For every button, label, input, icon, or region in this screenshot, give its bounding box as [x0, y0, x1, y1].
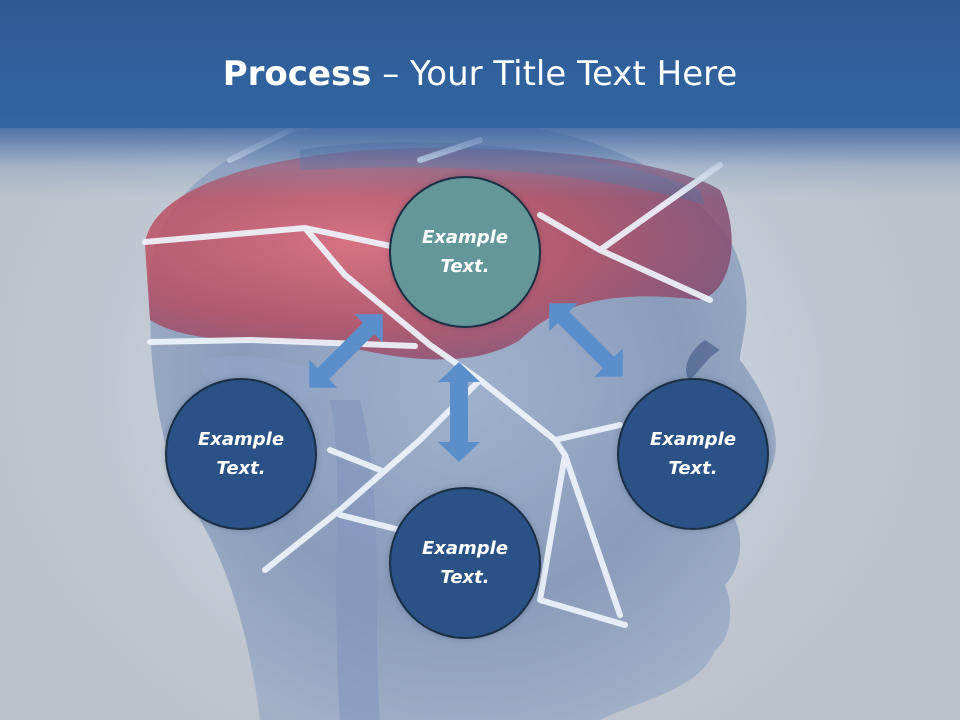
node-top-label: Example Text. — [421, 227, 509, 277]
arrows — [309, 303, 623, 462]
node-bottom-label: Example Text. — [421, 538, 509, 588]
double-arrow-icon-right — [549, 303, 623, 377]
double-arrow-icon-vertical — [438, 362, 480, 462]
slide-title: Process – Your Title Text Here — [0, 52, 960, 96]
node-left[interactable]: Example Text. — [165, 378, 317, 530]
node-right-label: Example Text. — [649, 429, 737, 479]
node-top[interactable]: Example Text. — [389, 176, 541, 328]
title-strong: Process — [222, 54, 372, 94]
double-arrow-icon-left — [309, 314, 383, 388]
node-left-label: Example Text. — [197, 429, 285, 479]
node-bottom[interactable]: Example Text. — [389, 487, 541, 639]
node-right[interactable]: Example Text. — [617, 378, 769, 530]
title-rest: – Your Title Text Here — [371, 54, 738, 94]
title-bar — [0, 0, 960, 128]
